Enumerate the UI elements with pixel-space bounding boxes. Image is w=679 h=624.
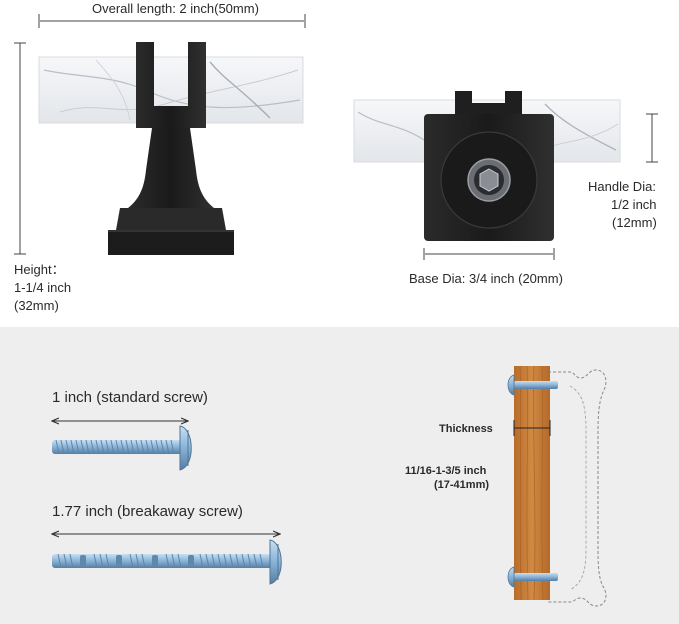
handle-dia-title-label: Handle Dia:: [588, 179, 656, 194]
height-mm-label: (32mm): [14, 298, 59, 313]
thickness-inch-label: 11/16-1-3/5 inch: [405, 465, 487, 477]
handle-dia-mm-label: (12mm): [612, 215, 657, 230]
base-dia-dimension: [423, 248, 555, 260]
handle-dia-inch-label: 1/2 inch: [611, 197, 657, 212]
standard-screw-label: 1 inch (standard screw): [52, 389, 208, 406]
handle-dia-dimension: [646, 113, 658, 163]
thickness-mm-label: (17-41mm): [434, 479, 490, 491]
standard-screw-icon: [52, 421, 192, 471]
base-dia-label: Base Dia: 3/4 inch (20mm): [409, 271, 563, 286]
height-dimension: [14, 42, 26, 255]
t-bar-knob-front-view-icon: [353, 91, 621, 241]
overall-length-dimension: [38, 14, 306, 28]
screw-info-panel: [0, 327, 679, 624]
breakaway-screw-label: 1.77 inch (breakaway screw): [52, 503, 243, 520]
thickness-title-label: Thickness: [439, 423, 493, 435]
overall-length-label: Overall length: 2 inch(50mm): [92, 1, 259, 16]
breakaway-screw-icon: [52, 534, 282, 585]
door-panel-cross-section-icon: [507, 365, 607, 607]
t-bar-knob-side-view-icon: [38, 42, 304, 255]
height-title-label: Height：: [14, 262, 65, 277]
height-inch-label: 1-1/4 inch: [14, 280, 72, 295]
